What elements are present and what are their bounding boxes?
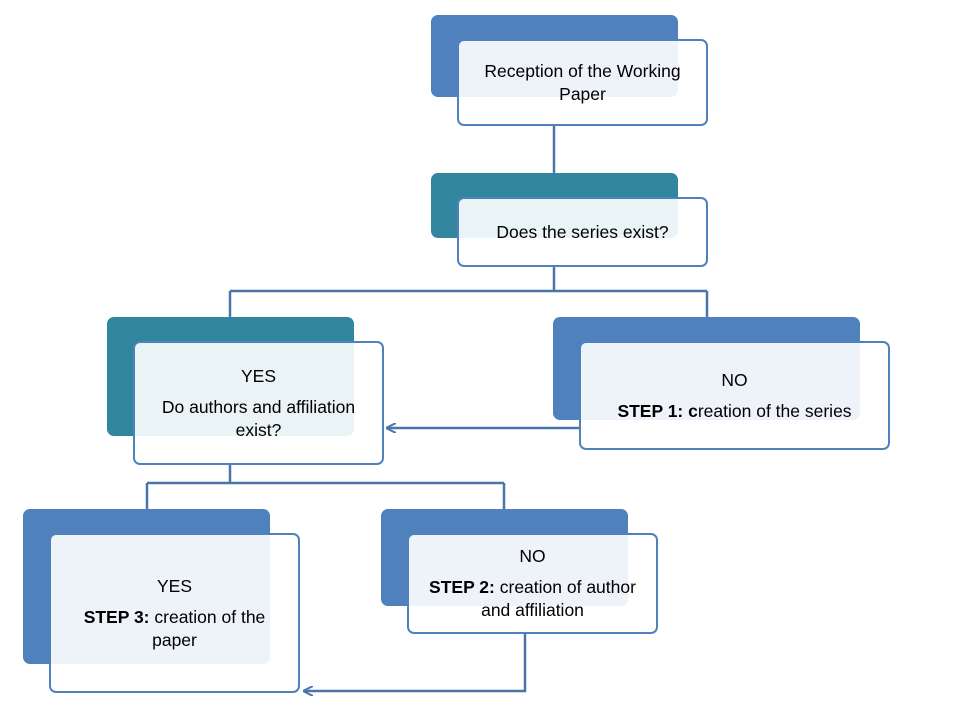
authors-no-node: NO STEP 2: creation of author and affili… [407,533,658,634]
series-yes-node: YES Do authors and affiliation exist? [133,341,384,465]
series-no-answer: NO [721,369,748,390]
authors-yes-node: YES STEP 3: creation of the paper [49,533,300,693]
edge-authors-split [145,464,506,509]
series-yes-question: Do authors and affiliation exist? [161,396,356,440]
authors-yes-step-text: creation of the paper [149,606,266,650]
series-check-node: Does the series exist? [457,197,708,267]
authors-no-step: STEP 2: creation of author and affiliati… [419,576,646,622]
authors-yes-step: STEP 3: creation of the paper [61,606,288,652]
series-no-step-label: STEP 1: c [617,400,698,421]
series-yes-answer: YES [240,365,277,386]
series-no-node: NO STEP 1: creation of the series [579,341,890,450]
reception-node: Reception of the Working Paper [457,39,708,126]
authors-yes-answer: YES [156,575,193,596]
authors-no-step-text: creation of author and affiliation [481,577,636,620]
reception-node-text: Reception of the Working Paper [484,60,681,104]
authors-yes-step-label: STEP 3: [83,606,150,627]
edge-authors-no-to-yes-arrow [304,633,527,691]
series-check-node-text: Does the series exist? [496,221,669,242]
edge-series-check-split [228,266,709,318]
series-no-step-text: reation of the series [697,400,852,421]
authors-no-step-label: STEP 2: [429,577,495,597]
authors-no-answer: NO [519,546,546,566]
series-no-step: STEP 1: creation of the series [617,400,851,423]
